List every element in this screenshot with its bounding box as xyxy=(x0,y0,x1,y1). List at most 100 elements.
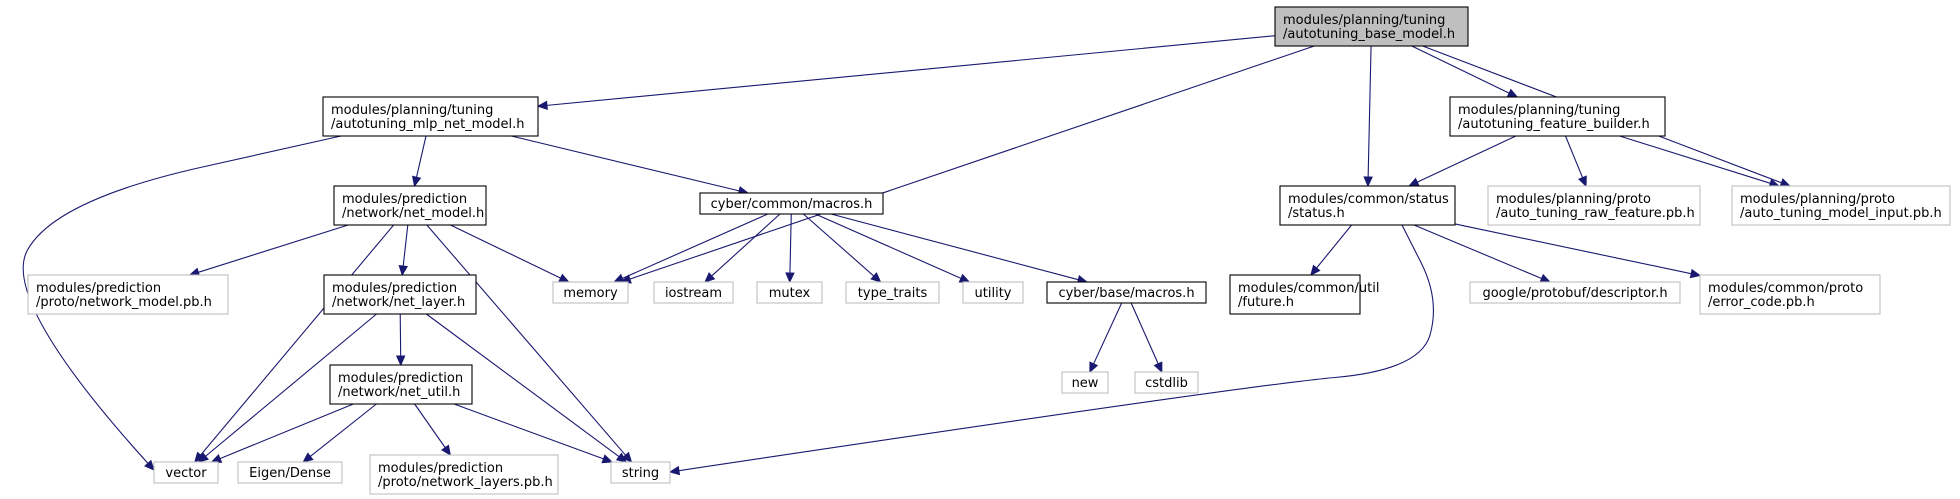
arrowhead xyxy=(621,451,633,463)
edge-root-to-fb xyxy=(1411,45,1519,98)
arrowhead xyxy=(558,273,570,283)
node-root[interactable]: modules/planning/tuning/autotuning_base_… xyxy=(1274,6,1469,47)
node-box xyxy=(1699,274,1881,315)
node-box xyxy=(323,274,477,315)
node-fb[interactable]: modules/planning/tuning/autotuning_featu… xyxy=(1449,96,1666,137)
node-iostream: iostream xyxy=(653,281,734,304)
node-label-line: /proto/network_model.pb.h xyxy=(36,295,212,310)
edge-line xyxy=(511,135,740,192)
node-label-line: modules/planning/tuning xyxy=(1458,103,1620,118)
edge-bmacros-to-new xyxy=(1089,302,1123,374)
node-status[interactable]: modules/common/status/status.h xyxy=(1279,185,1456,226)
node-label-line: /network/net_util.h xyxy=(338,385,460,400)
edge-line xyxy=(426,313,620,458)
node-label-line: cstdlib xyxy=(1145,376,1188,391)
node-label-line: /auto_tuning_model_input.pb.h xyxy=(1740,206,1942,221)
node-future[interactable]: modules/common/util/future.h xyxy=(1229,274,1379,315)
node-mlp[interactable]: modules/planning/tuning/autotuning_mlp_n… xyxy=(322,96,539,137)
node-label-line: utility xyxy=(975,286,1012,301)
node-label-line: mutex xyxy=(769,286,811,301)
edge-mlp-to-cmacros xyxy=(511,135,750,196)
node-box xyxy=(653,281,734,304)
arrowhead xyxy=(144,459,155,471)
edge-line xyxy=(678,224,1434,472)
node-label-line: modules/prediction xyxy=(378,461,503,476)
node-label-line: memory xyxy=(563,286,618,301)
node-box xyxy=(1046,281,1207,304)
node-cmacros[interactable]: cyber/common/macros.h xyxy=(699,192,884,215)
edge-bmacros-to-cstdlib xyxy=(1130,302,1163,374)
edge-line xyxy=(622,213,769,279)
node-label-line: cyber/base/macros.h xyxy=(1058,286,1194,301)
edge-line xyxy=(1413,224,1542,280)
edge-status-to-future xyxy=(1310,224,1353,276)
arrowhead xyxy=(668,465,681,476)
arrowhead xyxy=(411,175,422,188)
edge-line xyxy=(830,213,1079,281)
arrowhead xyxy=(1408,177,1420,187)
node-box xyxy=(322,96,539,137)
edge-fb-to-modelinput xyxy=(1619,135,1781,188)
edge-netmodel-to-string xyxy=(426,224,633,463)
node-netutil[interactable]: modules/prediction/network/net_util.h xyxy=(329,364,473,405)
edge-mlp-to-netmodel xyxy=(411,135,427,188)
node-label-line: string xyxy=(622,466,659,481)
edge-line xyxy=(1367,45,1372,178)
edge-line xyxy=(402,224,409,267)
edge-netmodel-to-vector xyxy=(194,224,395,463)
edge-status-to-string xyxy=(668,224,1434,476)
node-box xyxy=(552,281,629,304)
node-netmodel[interactable]: modules/prediction/network/net_model.h xyxy=(333,185,487,226)
node-box xyxy=(1274,6,1469,47)
edge-line xyxy=(1619,135,1771,184)
node-label-line: modules/planning/proto xyxy=(1496,192,1651,207)
edge-netmodel-to-netmodelpb xyxy=(188,224,349,277)
arrowhead xyxy=(302,452,314,463)
node-label-line: modules/prediction xyxy=(36,281,161,296)
arrowhead xyxy=(1577,175,1587,188)
edge-netutil-to-eigen xyxy=(302,403,377,463)
node-bmacros[interactable]: cyber/base/macros.h xyxy=(1046,281,1207,304)
node-box xyxy=(1449,96,1666,137)
edge-netutil-to-netlayerspb xyxy=(414,403,452,457)
edge-cmacros-to-typetraits xyxy=(803,213,882,283)
edge-root-to-memory xyxy=(620,45,1315,284)
edge-cmacros-to-memory xyxy=(613,213,769,283)
node-vector: vector xyxy=(153,461,219,484)
node-box xyxy=(756,281,823,304)
edge-fb-to-status xyxy=(1408,135,1517,187)
node-netmodelpb: modules/prediction/proto/network_model.p… xyxy=(27,274,229,315)
node-label-line: modules/common/status xyxy=(1288,192,1449,207)
node-label-line: /auto_tuning_raw_feature.pb.h xyxy=(1496,206,1695,221)
arrowhead xyxy=(870,272,882,283)
node-modelinput: modules/planning/proto/auto_tuning_model… xyxy=(1731,185,1951,226)
edge-line xyxy=(415,135,427,178)
edge-cmacros-to-bmacros xyxy=(830,213,1089,285)
edge-line xyxy=(309,403,377,457)
node-label-line: modules/prediction xyxy=(338,371,463,386)
node-label-line: modules/planning/tuning xyxy=(331,103,493,118)
edge-mlp-to-vector xyxy=(22,133,351,471)
edge-root-to-status xyxy=(1363,45,1373,188)
edge-line xyxy=(803,213,875,277)
node-label-line: vector xyxy=(165,466,207,481)
edge-line xyxy=(219,403,354,460)
node-errorcode: modules/common/proto/error_code.pb.h xyxy=(1699,274,1881,315)
node-label-line: iostream xyxy=(665,286,722,301)
edge-status-to-descriptor xyxy=(1413,224,1552,283)
edge-line xyxy=(205,313,377,457)
arrowhead xyxy=(1310,264,1321,276)
node-box xyxy=(1469,281,1681,304)
node-box xyxy=(962,281,1024,304)
arrowhead xyxy=(536,100,548,111)
node-netlayer[interactable]: modules/prediction/network/net_layer.h xyxy=(323,274,477,315)
node-box xyxy=(610,461,671,484)
edge-cmacros-to-mutex xyxy=(785,213,795,284)
node-box xyxy=(27,274,229,315)
edge-line xyxy=(198,224,349,273)
node-label-line: /status.h xyxy=(1288,206,1345,221)
edge-line xyxy=(1130,302,1159,364)
node-box xyxy=(845,281,940,304)
node-box xyxy=(1134,371,1199,394)
